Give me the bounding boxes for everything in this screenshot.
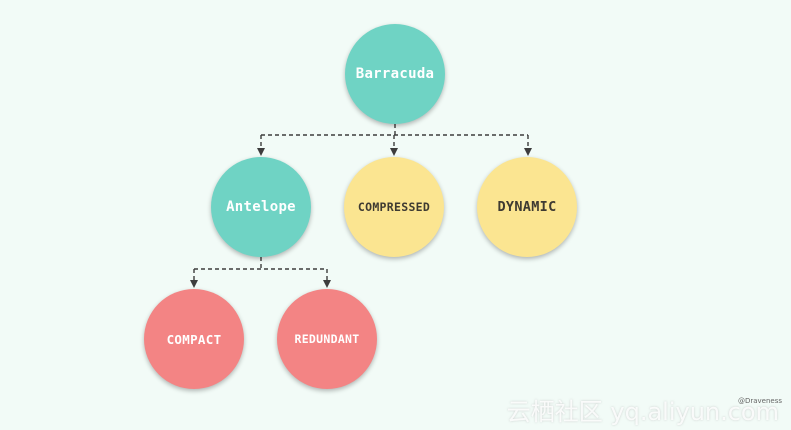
node-label: DYNAMIC <box>497 199 557 215</box>
node-label: Antelope <box>226 199 296 215</box>
node-compressed: COMPRESSED <box>344 157 444 257</box>
node-dynamic: DYNAMIC <box>477 157 577 257</box>
node-redundant: REDUNDANT <box>277 289 377 389</box>
author-credit: @Draveness <box>737 397 782 405</box>
antelope-connector <box>190 257 331 288</box>
node-label: Barracuda <box>355 66 435 82</box>
node-barracuda: Barracuda <box>345 24 445 124</box>
node-label: COMPRESSED <box>357 200 431 214</box>
node-label: COMPACT <box>166 331 222 347</box>
site-watermark: 云栖社区 yq.aliyun.com <box>506 398 779 426</box>
root-connector <box>257 124 532 156</box>
node-compact: COMPACT <box>144 289 244 389</box>
node-antelope: Antelope <box>211 157 311 257</box>
node-label: REDUNDANT <box>294 332 360 346</box>
